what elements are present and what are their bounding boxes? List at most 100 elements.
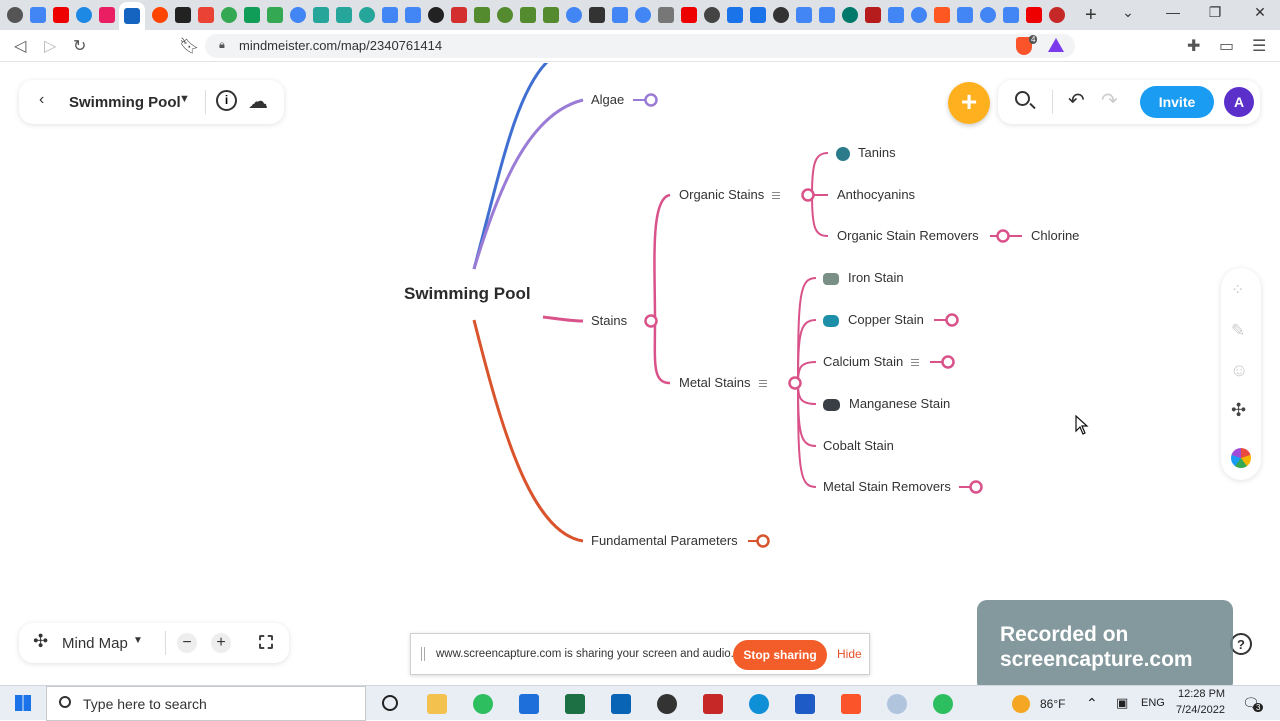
- node-calcium-stain[interactable]: Calcium Stain: [823, 354, 920, 369]
- tab-favicon-icon[interactable]: [99, 7, 115, 23]
- tab-favicon-icon[interactable]: [1049, 7, 1065, 23]
- wallet-icon[interactable]: ▭: [1219, 38, 1235, 55]
- add-node-button[interactable]: +: [948, 82, 990, 124]
- tab-favicon-icon[interactable]: [428, 7, 444, 23]
- tab-favicon-icon[interactable]: [934, 7, 950, 23]
- active-tab[interactable]: [119, 2, 145, 30]
- tab-favicon-icon[interactable]: [1026, 7, 1042, 23]
- avatar[interactable]: A: [1224, 87, 1254, 117]
- tab-favicon-icon[interactable]: [244, 7, 260, 23]
- network-icon[interactable]: ▣: [1116, 695, 1129, 710]
- brave-icon[interactable]: [841, 694, 861, 714]
- taskbar-search[interactable]: Type here to search: [46, 686, 366, 721]
- tab-favicon-icon[interactable]: [53, 7, 69, 23]
- brave-rewards-icon[interactable]: [1048, 38, 1064, 52]
- mail-icon[interactable]: [519, 694, 539, 714]
- windows-start-icon[interactable]: [15, 695, 31, 711]
- extensions-icon[interactable]: ✚: [1187, 38, 1201, 55]
- node-stains[interactable]: Stains: [591, 313, 628, 328]
- tab-favicon-icon[interactable]: [497, 7, 513, 23]
- tab-favicon-icon[interactable]: [474, 7, 490, 23]
- tab-favicon-icon[interactable]: [198, 7, 214, 23]
- root-node[interactable]: Swimming Pool: [404, 284, 531, 303]
- tab-favicon-icon[interactable]: [313, 7, 329, 23]
- tab-favicon-icon[interactable]: [773, 7, 789, 23]
- node-metal-stain-removers[interactable]: Metal Stain Removers: [823, 479, 951, 494]
- map-title[interactable]: Swimming Pool: [69, 94, 181, 111]
- brave-shield-icon[interactable]: [1016, 37, 1032, 55]
- tab-favicon-icon[interactable]: [543, 7, 559, 23]
- tab-favicon-icon[interactable]: [612, 7, 628, 23]
- search-icon[interactable]: [1015, 91, 1030, 106]
- drag-handle[interactable]: [421, 647, 425, 661]
- theme-palette-icon[interactable]: [1231, 448, 1251, 468]
- node-fundamental-parameters[interactable]: Fundamental Parameters: [591, 533, 738, 548]
- tab-favicon-icon[interactable]: [30, 7, 46, 23]
- view-chevron-down-icon[interactable]: ▼: [133, 635, 143, 646]
- tab-favicon-icon[interactable]: [451, 7, 467, 23]
- fit-to-screen-icon[interactable]: [259, 635, 273, 649]
- tab-favicon-icon[interactable]: [76, 7, 92, 23]
- tab-favicon-icon[interactable]: [566, 7, 582, 23]
- task-view-icon[interactable]: [382, 695, 398, 711]
- tab-favicon-icon[interactable]: [382, 7, 398, 23]
- tab-favicon-icon[interactable]: [911, 7, 927, 23]
- connection-icon[interactable]: ✣: [1231, 400, 1247, 420]
- reload-icon[interactable]: ↻: [73, 38, 87, 55]
- node-anthocyanins[interactable]: Anthocyanins: [837, 187, 916, 202]
- tab-favicon-icon[interactable]: [980, 7, 996, 23]
- tab-search-icon[interactable]: ⌄: [1122, 4, 1134, 20]
- edge-icon[interactable]: [749, 694, 769, 714]
- tab-favicon-icon[interactable]: [405, 7, 421, 23]
- view-mode-label[interactable]: Mind Map: [62, 635, 128, 652]
- zoom-out-button[interactable]: −: [177, 633, 197, 653]
- tab-favicon-icon[interactable]: [520, 7, 536, 23]
- tab-favicon-icon[interactable]: [888, 7, 904, 23]
- mindmeister-canvas[interactable]: Swimming Pool Algae Stains Organic Stain…: [0, 63, 1280, 685]
- tab-favicon-icon[interactable]: [589, 7, 605, 23]
- tab-favicon-icon[interactable]: [842, 7, 858, 23]
- node-algae[interactable]: Algae: [591, 92, 625, 107]
- tab-favicon-icon[interactable]: [359, 7, 375, 23]
- clock-time[interactable]: 12:28 PM: [1178, 688, 1226, 700]
- node-chlorine[interactable]: Chlorine: [1031, 228, 1080, 243]
- node-manganese-stain[interactable]: Manganese Stain: [823, 396, 950, 411]
- file-explorer-icon[interactable]: [427, 694, 447, 714]
- tab-favicon-icon[interactable]: [175, 7, 191, 23]
- node-organic-stains[interactable]: Organic Stains: [679, 187, 781, 202]
- tab-favicon-icon[interactable]: [750, 7, 766, 23]
- tab-favicon-icon[interactable]: [819, 7, 835, 23]
- tab-favicon-icon[interactable]: [957, 7, 973, 23]
- maximize-icon[interactable]: ❐: [1208, 4, 1222, 20]
- node-organic-stain-removers[interactable]: Organic Stain Removers: [837, 228, 979, 243]
- undo-icon[interactable]: ↶: [1068, 90, 1085, 112]
- tab-favicon-icon[interactable]: [635, 7, 651, 23]
- tab-favicon-icon[interactable]: [727, 7, 743, 23]
- language-indicator[interactable]: ENG: [1141, 697, 1165, 709]
- new-tab-button[interactable]: +: [1085, 3, 1097, 26]
- evernote-icon[interactable]: [473, 694, 493, 714]
- menu-icon[interactable]: ☰: [1252, 38, 1267, 55]
- tab-favicon-icon[interactable]: [221, 7, 237, 23]
- hide-button[interactable]: Hide: [837, 647, 862, 661]
- tab-favicon-icon[interactable]: [681, 7, 697, 23]
- tab-favicon-icon[interactable]: [290, 7, 306, 23]
- tab-favicon-icon[interactable]: [7, 7, 23, 23]
- node-iron-stain[interactable]: Iron Stain: [823, 270, 904, 285]
- tab-favicon-icon[interactable]: [124, 8, 140, 24]
- node-copper-stain[interactable]: Copper Stain: [823, 312, 924, 327]
- tab-favicon-icon[interactable]: [704, 7, 720, 23]
- outlook-icon[interactable]: [611, 694, 631, 714]
- url-field[interactable]: 🔒︎ mindmeister.com/map/2340761414: [205, 34, 1075, 58]
- cloud-download-icon[interactable]: ☁︎: [248, 91, 268, 113]
- chevron-down-icon[interactable]: ▼: [179, 93, 190, 105]
- tab-favicon-icon[interactable]: [1003, 7, 1019, 23]
- tab-favicon-icon[interactable]: [658, 7, 674, 23]
- stop-sharing-button[interactable]: Stop sharing: [733, 640, 827, 670]
- word-icon[interactable]: [795, 694, 815, 714]
- tab-favicon-icon[interactable]: [865, 7, 881, 23]
- back-icon[interactable]: ◁: [14, 38, 27, 55]
- paint-icon[interactable]: [887, 694, 907, 714]
- zoom-in-button[interactable]: +: [211, 633, 231, 653]
- bookmark-icon[interactable]: 🔖︎: [179, 38, 200, 55]
